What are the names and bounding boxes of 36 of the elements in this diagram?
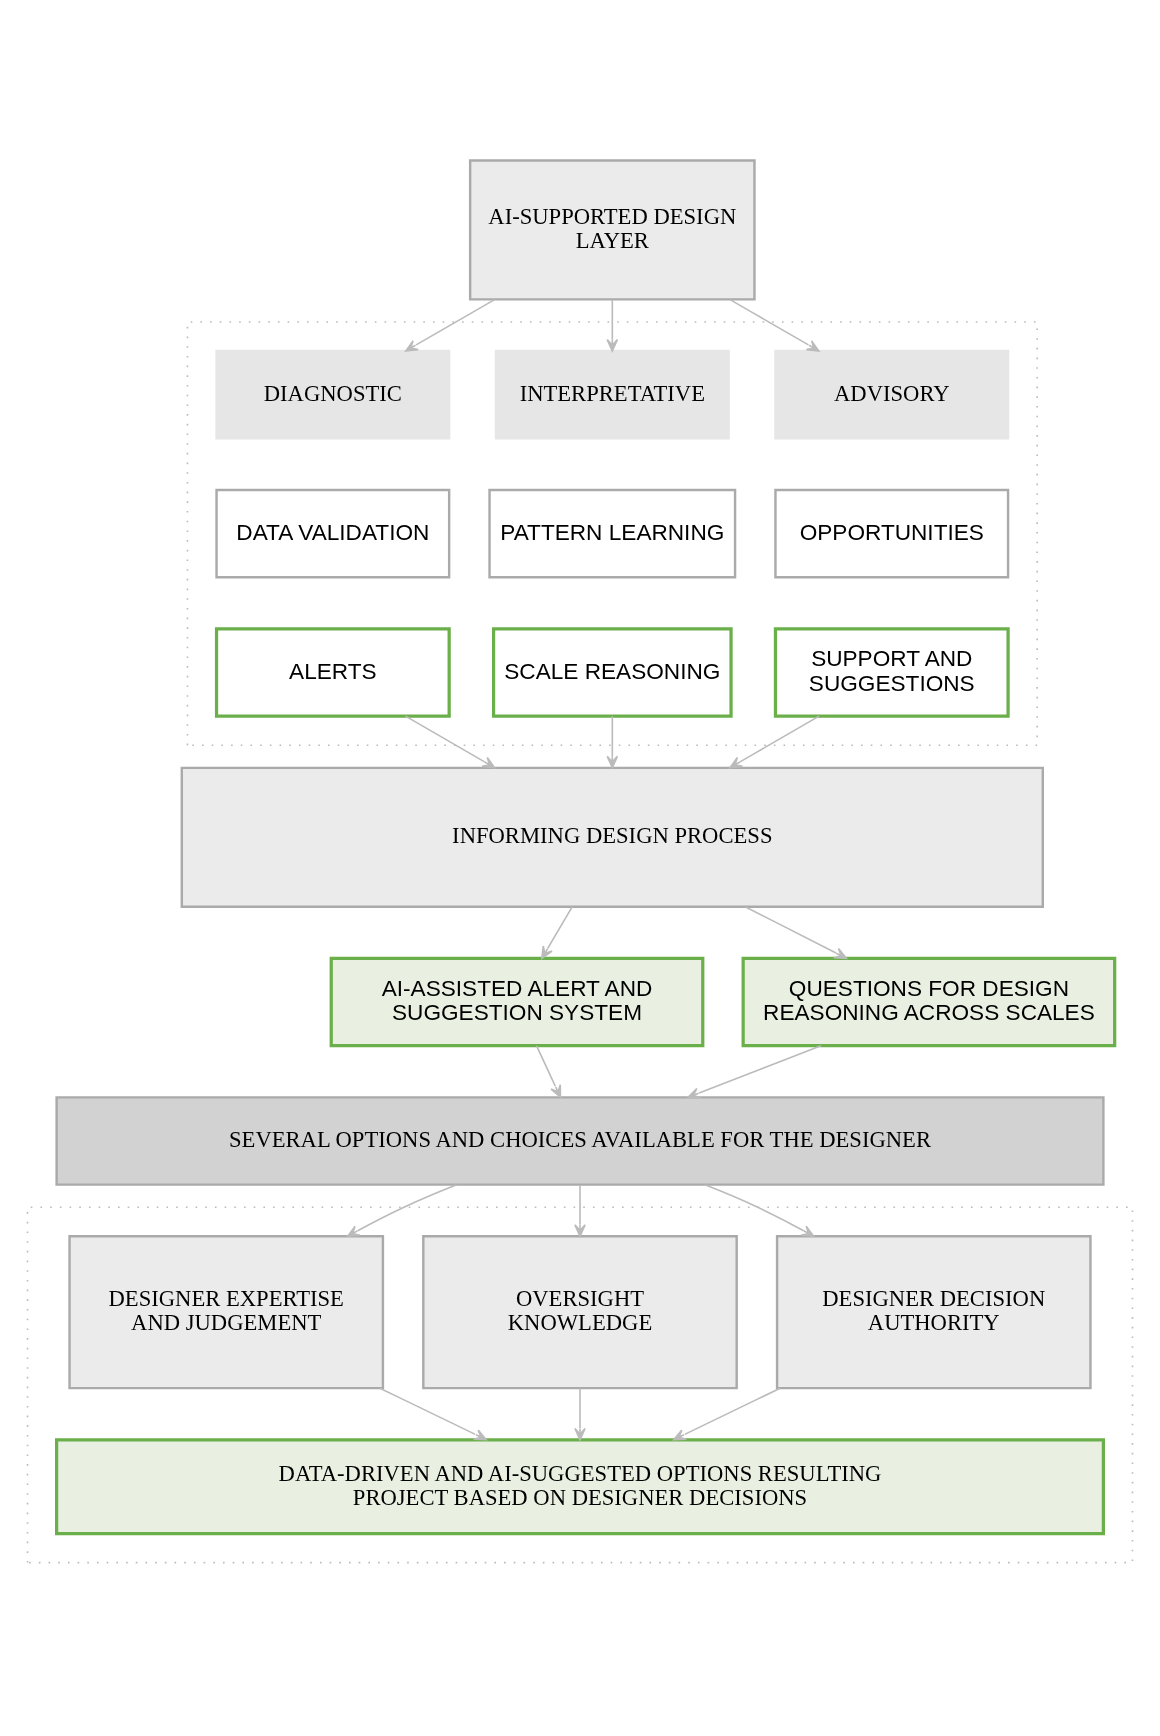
node-box: DATA-DRIVEN AND AI-SUGGESTED OPTIONS RESULTING PROJECT BASED ON DESIGNER DECISIONS <box>55 1438 1105 1536</box>
node-box: OPPORTUNITIES <box>774 488 1010 579</box>
node-box: DATA VALIDATION <box>215 488 451 579</box>
arrow <box>744 906 848 960</box>
node-box: QUESTIONS FOR DESIGN REASONING ACROSS SCALES <box>741 956 1117 1048</box>
arrow <box>379 1387 487 1441</box>
arrow <box>404 715 496 769</box>
node-box: ADVISORY <box>774 349 1010 440</box>
arrow <box>729 298 820 352</box>
cluster <box>26 1206 1134 1564</box>
node-box: DESIGNER EXPERTISE AND JUDGEMENT <box>68 1235 385 1390</box>
node-box: DESIGNER DECISION AUTHORITY <box>775 1235 1092 1390</box>
node-box: SCALE REASONING <box>491 627 733 718</box>
arrow <box>346 1183 458 1238</box>
node-box: INTERPRETATIVE <box>494 349 730 440</box>
arrow <box>606 298 619 352</box>
arrow <box>673 1387 781 1441</box>
arrow <box>606 715 619 769</box>
arrow <box>704 1184 815 1237</box>
node-box: ALERTS <box>214 627 451 718</box>
arrow <box>541 906 573 960</box>
node-box: AI-SUPPORTED DESIGN LAYER <box>468 159 756 301</box>
node-box: SEVERAL OPTIONS AND CHOICES AVAILABLE FOR THE DESIGNER <box>55 1096 1105 1186</box>
arrow <box>574 1387 586 1441</box>
arrow <box>687 1044 822 1099</box>
cluster <box>186 321 1038 747</box>
arrow <box>405 298 496 352</box>
node-box: INFORMING DESIGN PROCESS <box>180 766 1044 908</box>
node-box: AI-ASSISTED ALERT AND SUGGESTION SYSTEM <box>329 956 705 1048</box>
node-box: SUPPORT AND SUGGESTIONS <box>773 627 1010 718</box>
arrow <box>535 1045 562 1099</box>
arrow <box>729 715 820 769</box>
node-box: OVERSIGHT KNOWLEDGE <box>422 1235 738 1390</box>
arrow <box>574 1184 586 1237</box>
node-box: PATTERN LEARNING <box>488 488 737 579</box>
node-box: DIAGNOSTIC <box>215 349 451 440</box>
